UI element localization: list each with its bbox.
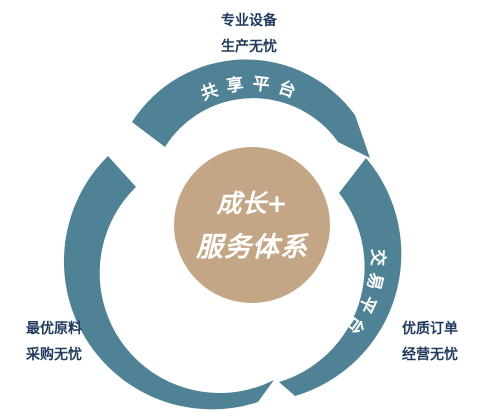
segment-label-left: 供应平台 [114,258,163,354]
ring-segment-right [279,158,402,396]
caption-top-line1: 专业设备 [221,13,277,29]
caption-right-line1: 优质订单 [402,321,458,337]
center-title-line2: 服务体系 [195,232,309,263]
caption-top: 专业设备 生产无忧 [199,8,299,60]
ring-segment-left [63,156,275,410]
ring-segment-top [132,59,370,159]
center-circle [174,147,330,303]
caption-right-line2: 经营无忧 [402,347,458,363]
caption-right: 优质订单 经营无忧 [402,316,494,368]
caption-left: 最优原料 采购无忧 [26,316,118,368]
caption-left-line1: 最优原料 [26,321,82,337]
caption-top-line2: 生产无忧 [221,39,277,55]
center-title-line1: 成长+ [216,189,288,218]
caption-left-line2: 采购无忧 [26,347,82,363]
